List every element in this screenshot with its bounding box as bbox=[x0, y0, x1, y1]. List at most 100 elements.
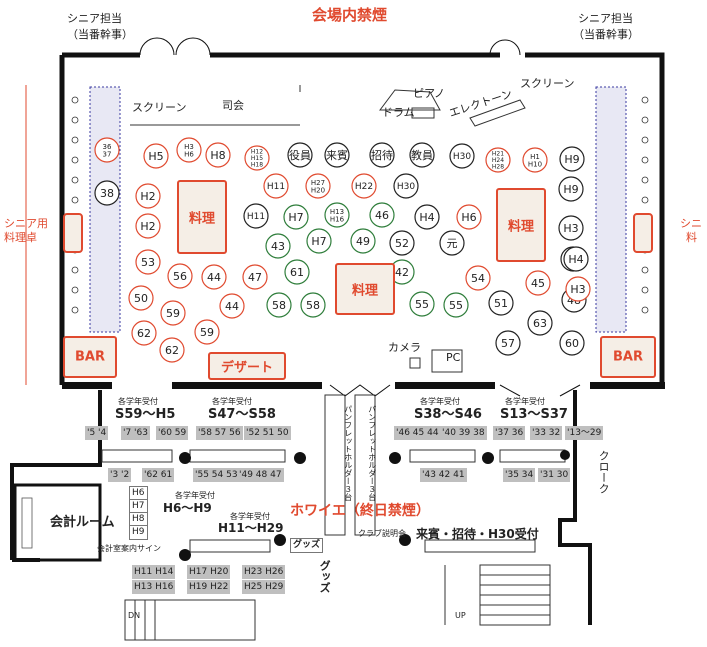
table-label: H28 bbox=[492, 164, 504, 171]
senior-right-sub: （当番幹事） bbox=[573, 28, 639, 41]
table-label: H2 bbox=[140, 220, 155, 233]
table-label: H4 bbox=[568, 253, 583, 266]
table-label: 元 bbox=[447, 237, 458, 250]
reception-tag: '52 51 50 bbox=[244, 426, 291, 440]
reception-tag: '5 '4 bbox=[85, 426, 109, 440]
dn-label: DN bbox=[128, 611, 141, 620]
round-table bbox=[393, 173, 419, 199]
table-label: H3 bbox=[184, 143, 194, 151]
club-desk-label: クラブ説明会 bbox=[358, 529, 406, 538]
bar-label: BAR bbox=[75, 349, 105, 365]
reception-tag: '55 54 53 bbox=[193, 468, 240, 482]
table-label: 49 bbox=[356, 235, 370, 248]
reception-tag: '49 48 47 bbox=[237, 468, 284, 482]
dessert-label: デザート bbox=[220, 360, 273, 376]
hall-wall-top bbox=[62, 52, 665, 385]
reception-zone-3: S38〜S46 bbox=[414, 407, 482, 422]
reception-header: 各学年受付 bbox=[118, 397, 158, 406]
round-table bbox=[306, 228, 332, 254]
table-label: 44 bbox=[225, 300, 239, 313]
reception-zone-6: H11〜H29 bbox=[218, 521, 284, 535]
round-table bbox=[176, 137, 202, 163]
round-table bbox=[128, 285, 154, 311]
reception-header: 各学年受付 bbox=[420, 397, 460, 406]
round-table bbox=[244, 145, 270, 171]
round-table bbox=[135, 213, 161, 239]
round-table bbox=[194, 319, 220, 345]
round-table bbox=[465, 265, 491, 291]
table-label: 56 bbox=[173, 270, 187, 283]
dessert-station: デザート bbox=[208, 352, 286, 380]
round-table bbox=[263, 173, 289, 199]
table-label: H20 bbox=[311, 186, 325, 194]
table-label: H11 bbox=[247, 212, 265, 222]
reception-header: 各学年受付 bbox=[505, 397, 545, 406]
reception-tag: '31 30 bbox=[538, 468, 571, 482]
table-label: 来賓 bbox=[326, 148, 348, 162]
senior-food-table-right bbox=[633, 213, 653, 253]
round-table bbox=[495, 330, 521, 356]
table-label: H27 bbox=[311, 179, 325, 187]
table-label: H13 bbox=[330, 208, 344, 216]
table-label: H8 bbox=[210, 149, 225, 162]
round-table bbox=[559, 330, 585, 356]
round-table bbox=[488, 290, 514, 316]
table-label: H7 bbox=[311, 235, 326, 248]
table-label: H6 bbox=[184, 150, 194, 158]
round-table bbox=[389, 230, 415, 256]
table-label: 36 bbox=[103, 143, 112, 151]
reception-header: 各学年受付 bbox=[212, 397, 252, 406]
goods-label: グッズ bbox=[290, 538, 324, 553]
drum-label: ドラム bbox=[382, 106, 415, 119]
reception-tag: H17 H20 bbox=[187, 565, 231, 579]
foyer-label: ホワイエ（終日禁煙） bbox=[290, 503, 430, 519]
round-table bbox=[559, 146, 585, 172]
round-table bbox=[409, 291, 435, 317]
table-label: 57 bbox=[501, 337, 515, 350]
table-label: H9 bbox=[563, 183, 578, 196]
reception-header: 各学年受付 bbox=[175, 491, 215, 500]
bar-right: BAR bbox=[600, 336, 656, 378]
reception-tag: '60 59 bbox=[156, 426, 189, 440]
goods-vertical: グッズ bbox=[318, 560, 332, 593]
table-label: 62 bbox=[165, 344, 179, 357]
round-table bbox=[522, 147, 548, 173]
senior-right-label: シニア担当 bbox=[578, 12, 633, 25]
round-table bbox=[525, 270, 551, 296]
reception-tag: '7 '63 bbox=[121, 426, 150, 440]
round-table bbox=[266, 292, 292, 318]
reception-zone-5: H6〜H9 bbox=[163, 501, 212, 515]
food-station-center: 料理 bbox=[335, 263, 395, 315]
round-table bbox=[305, 173, 331, 199]
food-label: 料理 bbox=[507, 219, 534, 235]
senior-left-sub: （当番幹事） bbox=[67, 28, 133, 41]
table-label: 55 bbox=[415, 298, 429, 311]
reception-tag: '37 36 bbox=[493, 426, 526, 440]
round-table bbox=[563, 246, 589, 272]
piano-label: ピアノ bbox=[413, 87, 446, 100]
table-label: 58 bbox=[272, 299, 286, 312]
camera-label: カメラ bbox=[388, 341, 421, 354]
screen-right: スクリーン bbox=[520, 77, 575, 90]
table-label: H1 bbox=[530, 153, 540, 161]
round-table bbox=[565, 276, 591, 302]
reception-zone-4: S13〜S37 bbox=[500, 407, 568, 422]
table-label: H5 bbox=[148, 150, 163, 163]
accounting-room: 会計ルーム bbox=[50, 515, 115, 530]
table-label: 45 bbox=[531, 277, 545, 290]
senior-table-label: シニア用 bbox=[4, 217, 48, 230]
reception-tag: H23 H26 bbox=[242, 565, 286, 579]
round-table bbox=[265, 233, 291, 259]
food-station-left: 料理 bbox=[177, 180, 227, 254]
table-label: 59 bbox=[166, 307, 180, 320]
table-label: 63 bbox=[533, 317, 547, 330]
table-label: 53 bbox=[141, 256, 155, 269]
round-table bbox=[243, 203, 269, 229]
reception-tag: '35 34 bbox=[503, 468, 536, 482]
reception-tag: '46 45 44 bbox=[394, 426, 441, 440]
table-label: H11 bbox=[267, 182, 285, 192]
table-label: H2 bbox=[140, 190, 155, 203]
table-label: 59 bbox=[200, 326, 214, 339]
